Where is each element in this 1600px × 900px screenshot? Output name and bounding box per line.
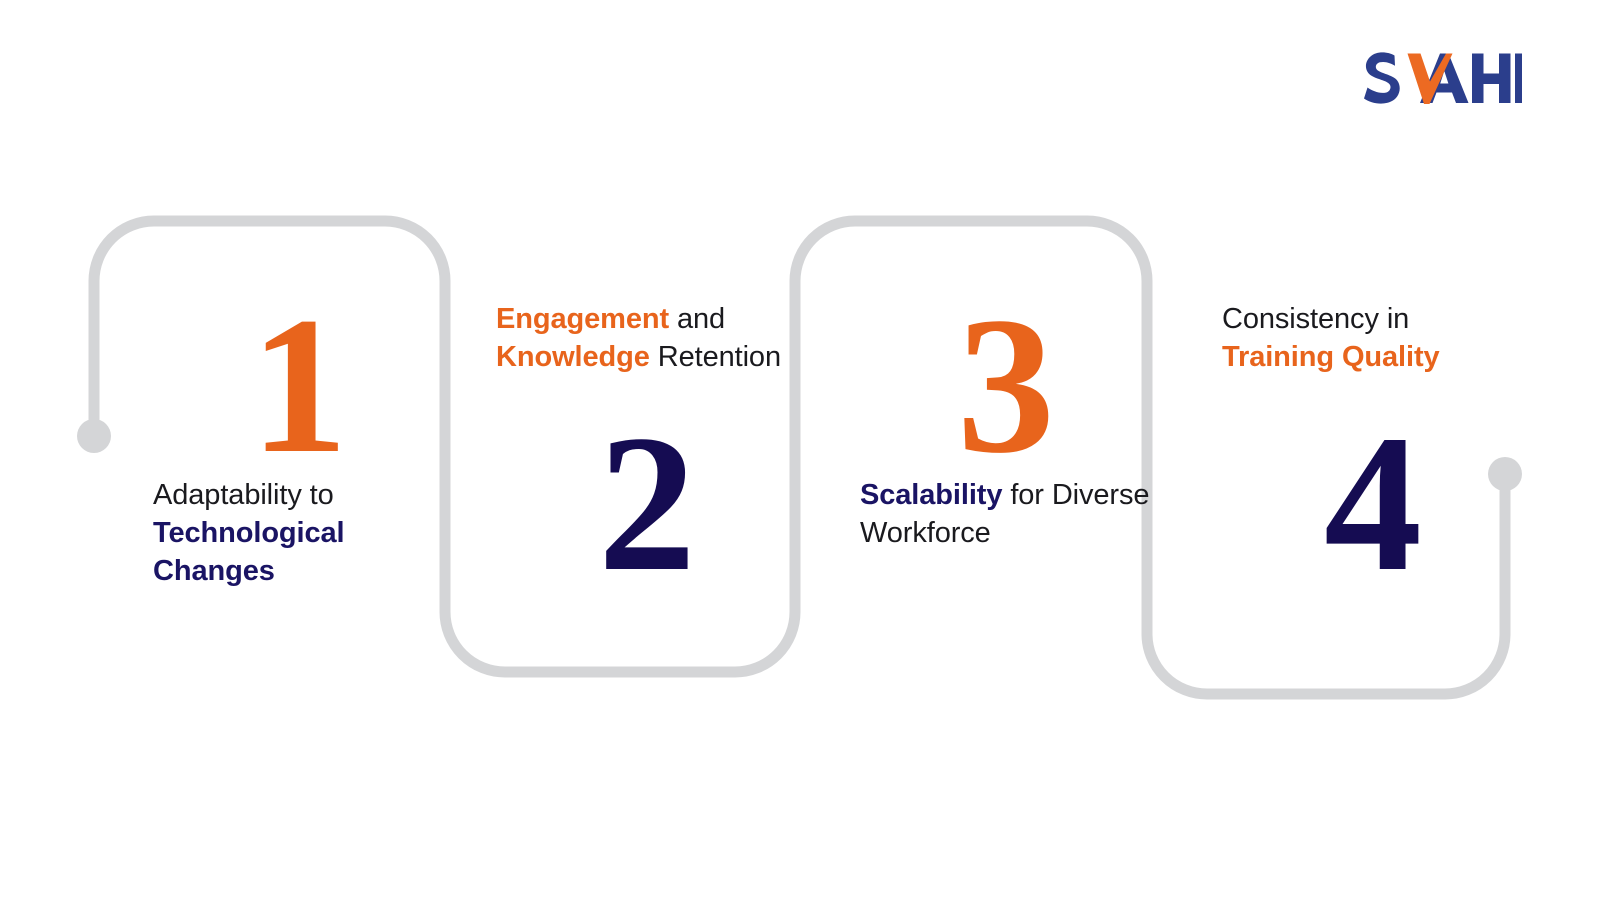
step-number-2: 2 <box>597 395 696 612</box>
step-number-3: 3 <box>956 277 1055 494</box>
caption-segment: Consistency in <box>1222 303 1410 335</box>
sahi-logo-mark <box>1364 52 1522 104</box>
step-number-4: 4 <box>1323 395 1422 612</box>
caption-segment: Training Quality <box>1222 341 1440 373</box>
step-item-2: Engagement and Knowledge Retention 2 <box>496 300 796 612</box>
step-item-1: 1 Adaptability to Technological Changes <box>153 288 443 590</box>
step-number-1: 1 <box>249 277 348 494</box>
step-caption-1: Adaptability to Technological Changes <box>153 476 443 590</box>
step-caption-3: Scalability for Diverse Workforce <box>860 476 1150 552</box>
step-item-3: 3 Scalability for Diverse Workforce <box>860 288 1150 552</box>
caption-segment: and <box>669 303 726 335</box>
caption-segment: Technological Changes <box>153 517 345 587</box>
caption-segment: Scalability <box>860 479 1003 511</box>
caption-segment: Engagement <box>496 303 670 335</box>
step-item-4: Consistency in Training Quality 4 <box>1222 300 1522 612</box>
caption-segment: Adaptability to <box>153 479 334 511</box>
caption-segment: Retention <box>649 341 781 373</box>
caption-segment: for Diverse Workforce <box>860 479 1150 549</box>
sahi-logo <box>1362 48 1522 110</box>
step-caption-4: Consistency in Training Quality <box>1222 300 1522 376</box>
caption-segment: Knowledge <box>496 341 650 373</box>
step-caption-2: Engagement and Knowledge Retention <box>496 300 796 376</box>
connector-start-dot <box>77 419 111 453</box>
